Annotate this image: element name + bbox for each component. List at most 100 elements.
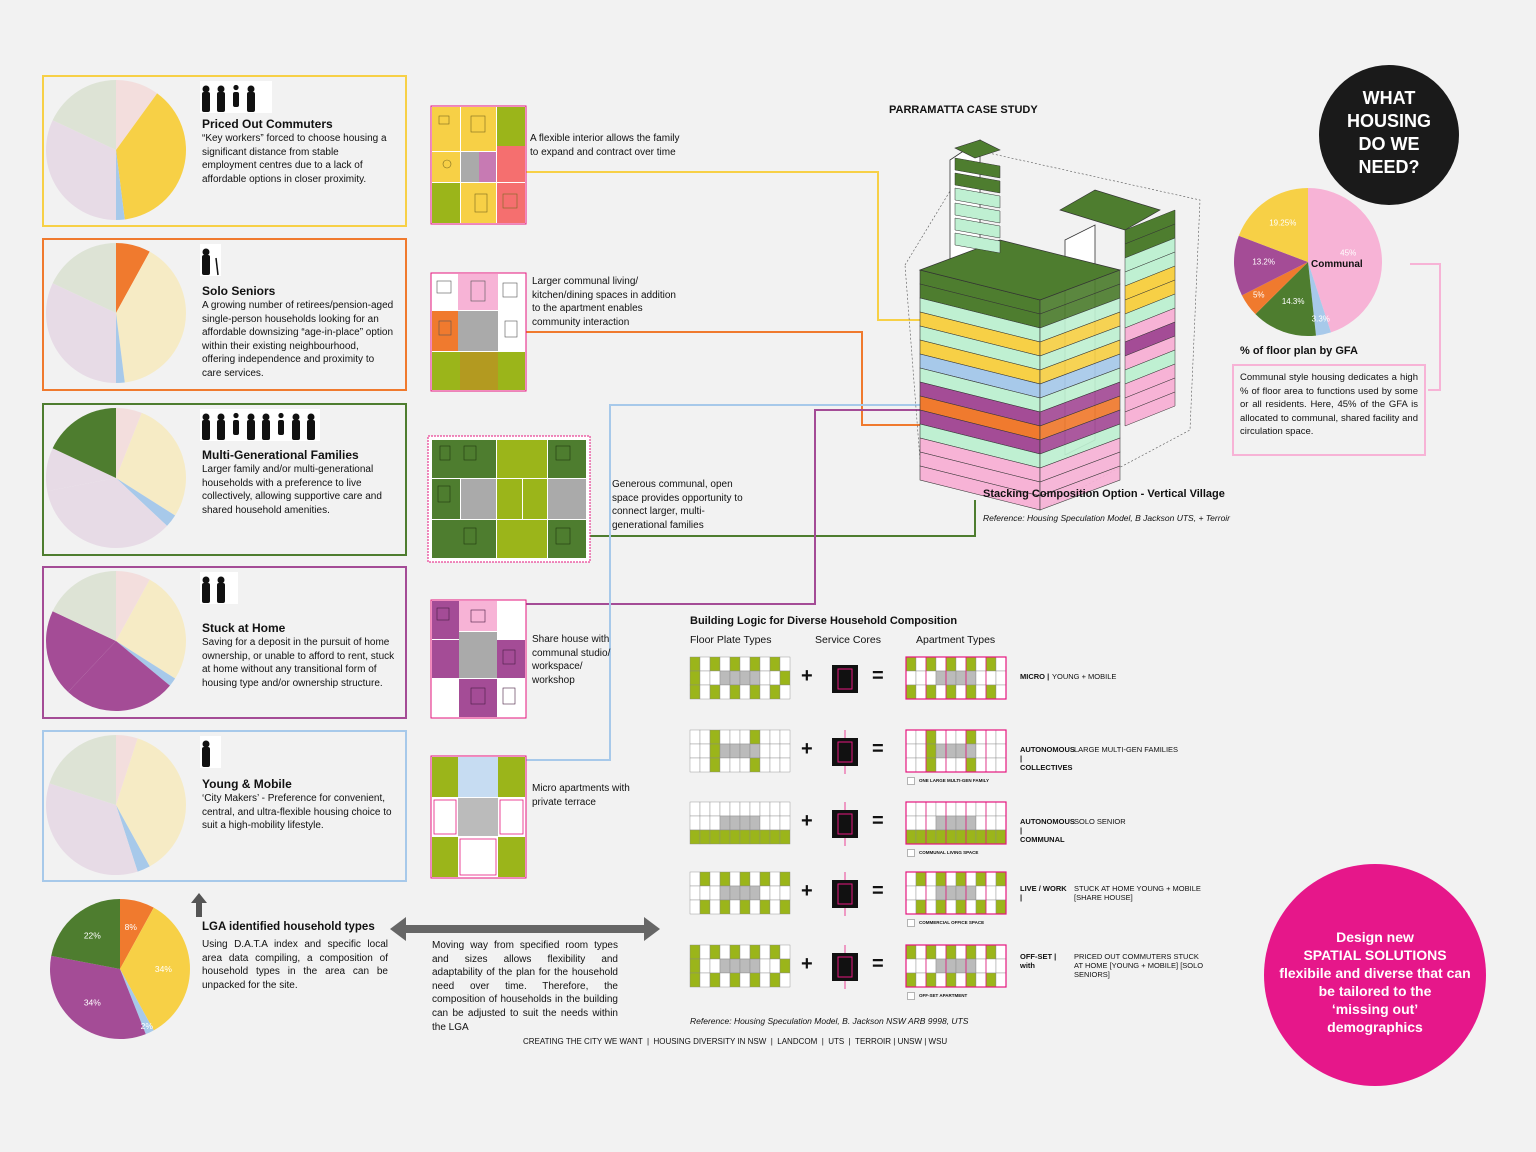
household-label: YOUNG + MOBILE <box>1052 672 1117 681</box>
pie-slice <box>116 251 187 383</box>
moving-text: Moving way from specified room types and… <box>432 940 618 1033</box>
callout-line-3: flexibile and diverse that can <box>1279 965 1471 981</box>
design-callout: Design new SPATIAL SOLUTIONS flexibile a… <box>1264 864 1486 1086</box>
pie-slice <box>116 478 176 526</box>
household-type-label: AUTONOMOUS | COLLECTIVES <box>1020 745 1075 772</box>
household-label: LARGE MULTI-GEN FAMILIES <box>1074 745 1179 754</box>
household-label: PRICED OUT COMMUTERS STUCK AT HOME [YOUN… <box>1074 952 1204 979</box>
what-housing-line-1: WHAT <box>1362 88 1416 108</box>
apartment-sub-label: COMMERCIAL OFFICE SPACE <box>919 920 985 925</box>
floor-plan-priced-out-commuters <box>430 105 527 225</box>
apartment-sub-label: OFF-SET APARTMENT <box>919 993 968 998</box>
lga-title: LGA identified household types <box>202 921 375 933</box>
persona-pie-chart <box>46 80 187 220</box>
household-type-label: MICRO | <box>1020 672 1050 681</box>
double-arrow-icon <box>390 917 660 941</box>
slice-communal <box>1308 188 1382 333</box>
equals-sign: = <box>872 880 884 902</box>
persona-title: Solo Seniors <box>202 284 276 298</box>
service-core-diagram <box>832 802 858 846</box>
persona-desc: ‘City Makers’ - Preference for convenien… <box>202 793 392 831</box>
slice-orange <box>1241 262 1308 315</box>
building-logic-reference: Reference: Housing Speculation Model, B.… <box>690 1016 969 1026</box>
col-floor-plate: Floor Plate Types <box>690 634 772 646</box>
pie-slice <box>116 93 187 220</box>
callout-line-5: ‘missing out’ <box>1331 1001 1419 1017</box>
pie-slice <box>46 448 116 492</box>
floor-plan-multi-generational <box>427 435 591 563</box>
apartment-type-diagram <box>905 801 1007 845</box>
up-arrow-icon <box>191 893 207 917</box>
pie-slice <box>116 571 150 641</box>
lga-slice-label: 2% <box>141 1021 154 1031</box>
lga-slice-label: 34% <box>84 997 101 1007</box>
persona-title: Stuck at Home <box>202 621 286 635</box>
gfa-title: % of floor plan by GFA <box>1240 345 1358 357</box>
apartment-type-diagram <box>905 729 1007 773</box>
plus-sign: + <box>801 880 813 902</box>
plan-caption-5: Micro apartments with private terrace <box>532 783 630 808</box>
plus-sign: + <box>801 738 813 760</box>
gfa-slice-label: 14.3% <box>1282 297 1305 306</box>
equals-sign: = <box>872 665 884 687</box>
gfa-slice-label: 19.25% <box>1269 218 1296 227</box>
legend-swatch <box>907 919 915 927</box>
single-person-icon <box>200 736 221 768</box>
family-of-four-icon <box>200 81 272 113</box>
legend-swatch <box>907 777 915 785</box>
pie-slice <box>116 150 125 220</box>
apartment-sub-label: ONE LARGE MULTI-GEN FAMILY <box>919 778 990 783</box>
equals-sign: = <box>872 953 884 975</box>
gfa-desc: Communal style housing dedicates a high … <box>1240 372 1418 437</box>
pie-slice <box>47 478 168 548</box>
gfa-slice-label: 13.2% <box>1252 257 1275 266</box>
floor-plan-solo-seniors <box>430 272 527 392</box>
what-housing-line-4: NEED? <box>1358 157 1420 177</box>
plan-caption-2: Larger communal living/ kitchen/dining s… <box>532 276 676 328</box>
parent-and-adult-child-icon <box>200 572 238 604</box>
callout-line-1: Design new <box>1336 929 1414 945</box>
persona-title: Priced Out Commuters <box>202 117 333 131</box>
lga-slice-label: 34% <box>155 964 172 974</box>
household-type-label: OFF-SET | with <box>1020 952 1057 970</box>
equals-sign: = <box>872 738 884 760</box>
persona-pie-chart <box>46 408 186 548</box>
stacking-title: Stacking Composition Option - Vertical V… <box>983 488 1225 500</box>
footer-credits: CREATING THE CITY WE WANT | HOUSING DIVE… <box>523 1037 948 1046</box>
what-housing-badge: WHAT HOUSING DO WE NEED? <box>1319 65 1459 205</box>
building-logic-title: Building Logic for Diverse Household Com… <box>690 615 958 627</box>
lga-slice-label: 8% <box>125 922 138 932</box>
service-core-diagram <box>832 665 858 693</box>
plus-sign: + <box>801 953 813 975</box>
pie-slice <box>52 571 116 641</box>
apartment-type-diagram <box>905 656 1007 700</box>
persona-pie-chart <box>46 243 187 383</box>
senior-with-cane-icon <box>200 244 221 276</box>
pie-slice <box>116 735 138 805</box>
household-label: STUCK AT HOME YOUNG + MOBILE [SHARE HOUS… <box>1074 884 1201 902</box>
stacking-reference: Reference: Housing Speculation Model, B … <box>983 513 1231 523</box>
apartment-sub-label: COMMUNAL LIVING SPACE <box>919 850 979 855</box>
callout-line-6: demographics <box>1327 1019 1423 1035</box>
slice-8 <box>120 899 154 969</box>
persona-desc: A growing number of retirees/pension-age… <box>202 300 394 379</box>
slice-blue <box>1308 262 1331 336</box>
legend-swatch <box>907 849 915 857</box>
plan-caption-3: Generous communal, open space provides o… <box>612 479 743 531</box>
pie-slice <box>116 243 150 313</box>
pie-slice <box>116 412 186 516</box>
pie-slice <box>52 243 116 313</box>
persona-desc: Larger family and/or multi-generational … <box>202 464 382 516</box>
pie-slice <box>52 80 116 150</box>
persona-desc: “Key workers” forced to choose housing a… <box>202 133 387 185</box>
service-core-diagram <box>832 730 858 774</box>
equals-sign: = <box>872 810 884 832</box>
gfa-desc-box: Communal style housing dedicates a high … <box>1232 364 1426 456</box>
slice-green <box>1255 262 1317 336</box>
pie-slice <box>49 735 117 805</box>
household-label: SOLO SENIOR <box>1074 817 1126 826</box>
apartment-type-diagram <box>905 944 1007 988</box>
plus-sign: + <box>801 810 813 832</box>
household-type-label: AUTONOMOUS | COMMUNAL <box>1020 817 1075 844</box>
